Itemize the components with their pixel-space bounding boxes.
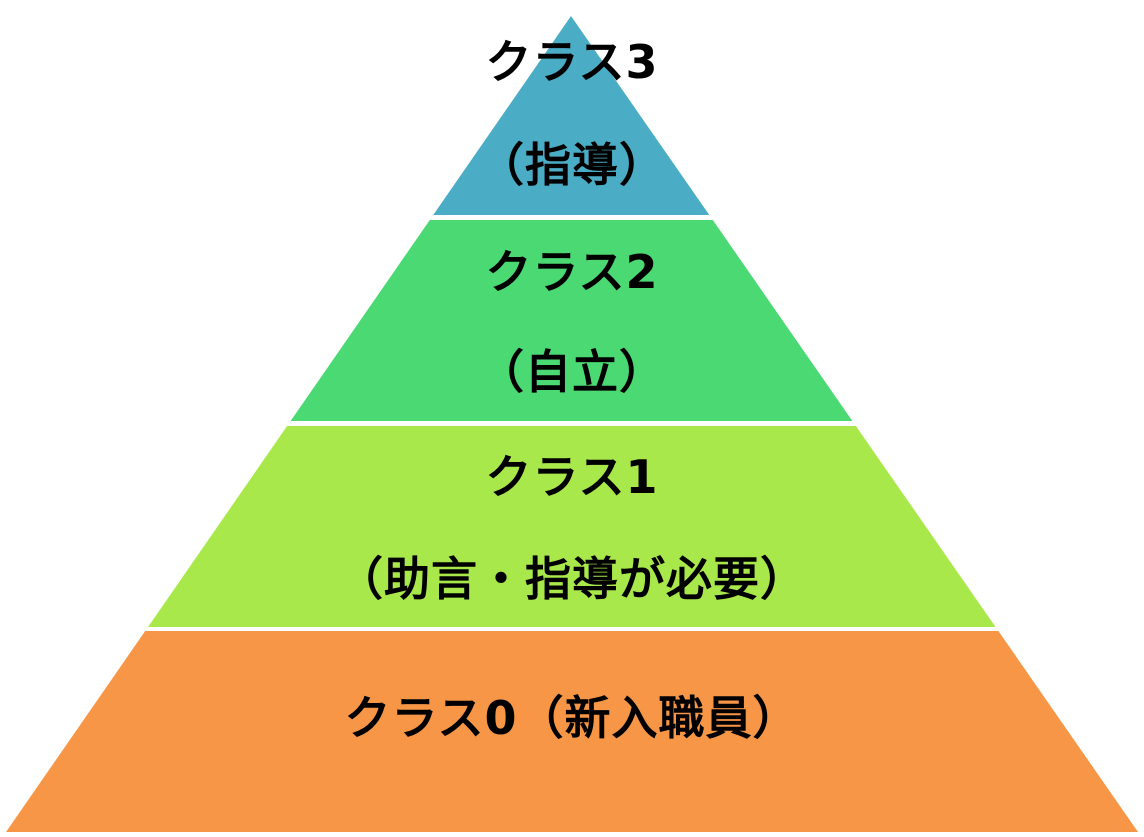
class3-subtitle: （指導） <box>478 138 666 192</box>
pyramid-level-class2 <box>290 220 853 421</box>
class2-title: クラス2 <box>485 245 659 299</box>
pyramid-level-class3 <box>433 16 710 215</box>
class1-subtitle: （助言・指導が必要） <box>337 552 807 606</box>
class1-title: クラス1 <box>485 450 659 504</box>
class0-title: クラス0（新入職員） <box>344 691 800 745</box>
pyramid-level-class0 <box>6 631 1138 832</box>
class2-subtitle: （自立） <box>478 345 666 399</box>
class3-title: クラス3 <box>485 35 659 89</box>
pyramid-level-class1 <box>148 426 996 627</box>
